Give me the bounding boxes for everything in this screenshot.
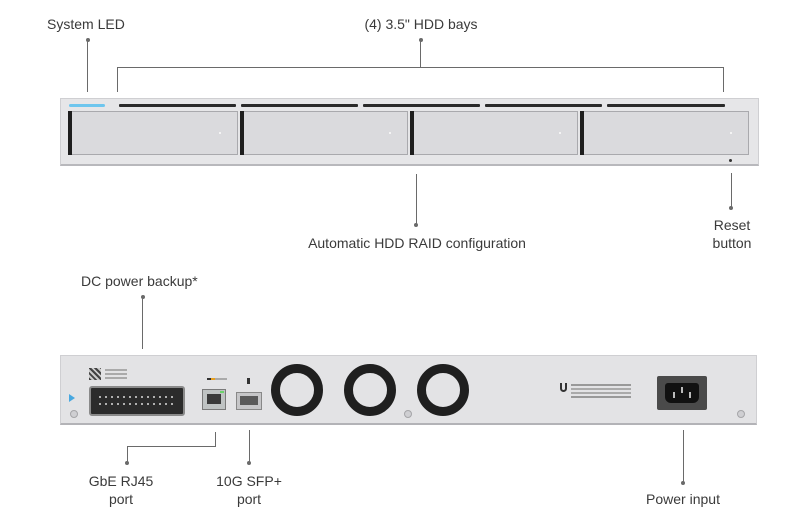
callout-dot <box>86 38 90 42</box>
reset-label-line1: Reset <box>713 217 751 233</box>
bay-handle[interactable] <box>68 111 72 155</box>
label-sticker <box>105 369 127 371</box>
system-led-label: System LED <box>47 16 125 32</box>
callout-line <box>127 446 128 462</box>
callout-line <box>683 430 684 482</box>
callout-dot <box>729 206 733 210</box>
bays-bracket <box>117 67 724 68</box>
callout-dot <box>419 38 423 42</box>
callout-line <box>87 40 88 92</box>
hdd-bays-label: (4) 3.5" HDD bays <box>364 16 478 32</box>
bay-handle[interactable] <box>580 111 584 155</box>
callout-dot <box>414 223 418 227</box>
callout-line <box>416 174 417 224</box>
system-led <box>69 104 105 107</box>
screw <box>737 410 745 418</box>
dc-power-port[interactable] <box>89 386 185 416</box>
ubiquiti-logo-icon <box>560 383 567 392</box>
reset-label-line2: button <box>712 235 752 251</box>
sfp-led <box>247 378 250 384</box>
sfp-label-line2: port <box>236 491 262 507</box>
rear-panel <box>60 355 757 425</box>
callout-dot <box>681 481 685 485</box>
callout-line <box>731 173 732 207</box>
fan-3 <box>417 364 469 416</box>
hdd-bay-4[interactable] <box>580 111 749 155</box>
bay-slot <box>241 104 358 107</box>
rj45-label-line2: port <box>108 491 134 507</box>
sfp-label-line1: 10G SFP+ <box>216 473 282 489</box>
sfp-port[interactable] <box>236 392 262 410</box>
front-panel <box>60 98 759 166</box>
bay-handle[interactable] <box>410 111 414 155</box>
raid-label: Automatic HDD RAID configuration <box>308 235 526 251</box>
callout-line <box>420 40 421 68</box>
bay-handle[interactable] <box>240 111 244 155</box>
port-led-legend <box>207 378 227 380</box>
fan-2 <box>344 364 396 416</box>
reset-button[interactable] <box>729 159 732 162</box>
callout-dot <box>125 461 129 465</box>
bracket-left <box>117 67 118 92</box>
hdd-bay-3[interactable] <box>410 111 578 155</box>
hdd-bay-2[interactable] <box>240 111 408 155</box>
fan-1 <box>271 364 323 416</box>
rj45-port[interactable] <box>202 389 226 410</box>
hdd-bay-1[interactable] <box>68 111 238 155</box>
ground-screw <box>70 410 78 418</box>
callout-dot <box>247 461 251 465</box>
arrow-icon <box>69 394 75 402</box>
screw <box>404 410 412 418</box>
bay-slot <box>363 104 480 107</box>
callout-line <box>127 446 216 447</box>
callout-line <box>249 430 250 462</box>
rj45-label-line1: GbE RJ45 <box>88 473 154 489</box>
dc-power-label: DC power backup* <box>81 273 198 289</box>
bracket-right <box>723 67 724 92</box>
bay-slot <box>607 104 725 107</box>
callout-line <box>215 432 216 447</box>
bay-slot <box>119 104 236 107</box>
qr-code-icon <box>89 368 101 380</box>
callout-dot <box>141 295 145 299</box>
callout-line <box>142 297 143 349</box>
bay-slot <box>485 104 602 107</box>
power-input-port[interactable] <box>657 376 707 410</box>
power-input-label: Power input <box>646 491 720 507</box>
regulatory-marks <box>571 384 631 386</box>
